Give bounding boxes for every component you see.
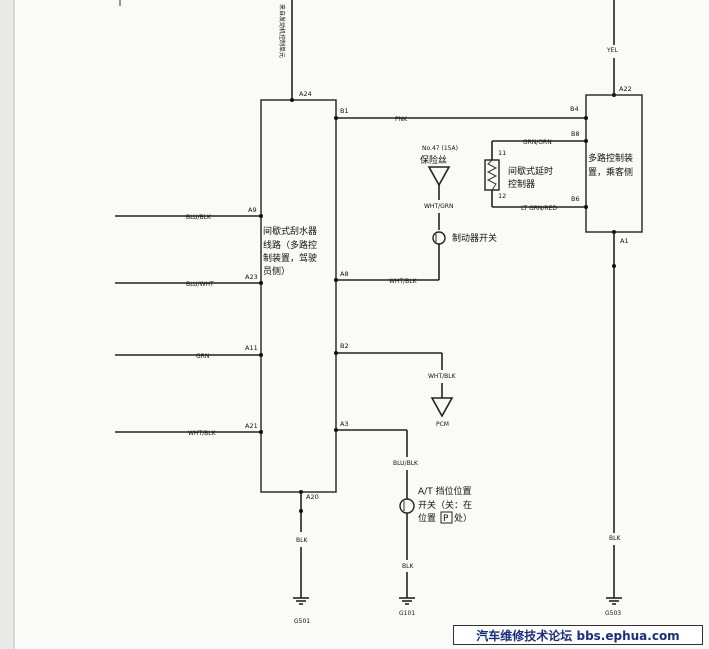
wire-label-grn-orn: GRN/ORN	[523, 139, 552, 146]
dot-a23	[259, 281, 263, 285]
pin-a22: A22	[619, 85, 632, 93]
relay-pin-11: 11	[498, 149, 506, 157]
wire-label-blk-at: BLK	[402, 563, 414, 570]
pin-b4: B4	[570, 105, 579, 113]
pin-a23: A23	[245, 273, 258, 281]
at-switch-label-1: A/T 挡位位置	[418, 485, 472, 497]
wire-label-lt-grn-red: LT GRN/RED	[521, 205, 557, 212]
pin-a8: A8	[340, 270, 349, 278]
dot-b2	[334, 351, 338, 355]
ground-label-g501: G501	[294, 618, 310, 625]
at-switch-label-5: 处）	[454, 512, 472, 524]
pin-a20: A20	[306, 493, 319, 501]
pin-a3: A3	[340, 420, 349, 428]
mcu-title: 多路控制装 置，乘客侧	[588, 152, 636, 178]
wire-label-blk-a20: BLK	[296, 537, 308, 544]
ground-label-g503: G503	[605, 610, 621, 617]
pcm-triangle-icon	[430, 397, 454, 418]
ground-label-g101: G101	[399, 610, 415, 617]
dot-a20-junction	[299, 509, 303, 513]
dot-b4	[584, 116, 588, 120]
wire-label-wht-blk-a21: WHT/BLK	[188, 430, 217, 437]
pin-b1: B1	[340, 107, 349, 115]
top-vertical-label: 来自发动机控制单元	[278, 4, 286, 58]
wire-label-blu-blk-a9: BLU/BLK	[186, 214, 212, 221]
wiper-module-title: 间歇式刮水器 线路（多路控 制装置，驾驶 员侧）	[263, 225, 320, 277]
pin-b2: B2	[340, 342, 349, 350]
dot-b8	[584, 139, 588, 143]
forum-watermark: 汽车维修技术论坛 bbs.ephua.com	[453, 625, 703, 645]
relay-pin-12: 12	[498, 192, 506, 200]
wire-label-yel: YEL	[606, 47, 618, 54]
dot-a21	[259, 430, 263, 434]
pin-a21: A21	[245, 422, 258, 430]
pin-b8: B8	[571, 130, 580, 138]
relay-label: 间歇式延时 控制器	[508, 165, 556, 190]
park-position-letter: P	[443, 514, 449, 524]
wiper-module-box	[260, 99, 337, 493]
at-switch-label-2: 开关（关：在	[418, 499, 472, 511]
brake-switch-icon	[432, 231, 446, 245]
dot-a9	[259, 214, 263, 218]
pin-a24: A24	[299, 90, 312, 98]
ground-icon-g501	[293, 597, 309, 605]
park-position-box	[440, 511, 453, 524]
at-switch-label-3: 位置	[418, 512, 436, 524]
wire-label-blu-wht: BLU/WHT	[186, 281, 214, 288]
pin-a9: A9	[248, 206, 257, 214]
scan-edge	[0, 0, 14, 649]
dot-b6	[584, 205, 588, 209]
wire-label-grn: GRN	[196, 353, 209, 360]
fuse-label: 保险丝	[420, 154, 447, 166]
pin-a11: A11	[245, 344, 258, 352]
dot-a11	[259, 353, 263, 357]
at-switch-icon	[399, 498, 415, 514]
ground-icon-g101	[399, 597, 415, 605]
brake-switch-label: 制动器开关	[452, 232, 497, 244]
wire-label-wht-blk-pcm: WHT/BLK	[428, 373, 457, 380]
ground-icon-g503	[606, 597, 622, 605]
dot-a3	[334, 428, 338, 432]
dot-a8	[334, 278, 338, 282]
wire-label-wht-grn: WHT/GRN	[424, 203, 453, 210]
wire-label-blk-right: BLK	[609, 535, 621, 542]
pcm-label: PCM	[436, 421, 449, 428]
relay-box	[484, 159, 500, 191]
dot-right-junction	[612, 264, 616, 268]
fuse-triangle-icon	[427, 166, 451, 187]
pin-a1: A1	[620, 237, 629, 245]
pin-b6: B6	[571, 195, 580, 203]
wire-label-blu-blk-at: BLU/BLK	[393, 460, 419, 467]
wire-label-wht-blk-a8: WHT/BLK	[389, 278, 418, 285]
fuse-rating: No.47 (15A)	[422, 145, 458, 152]
dot-a24	[290, 98, 294, 102]
relay-resistor-icon	[486, 159, 498, 191]
wire-label-pnk: PNK	[395, 116, 408, 123]
dot-b1	[334, 116, 338, 120]
